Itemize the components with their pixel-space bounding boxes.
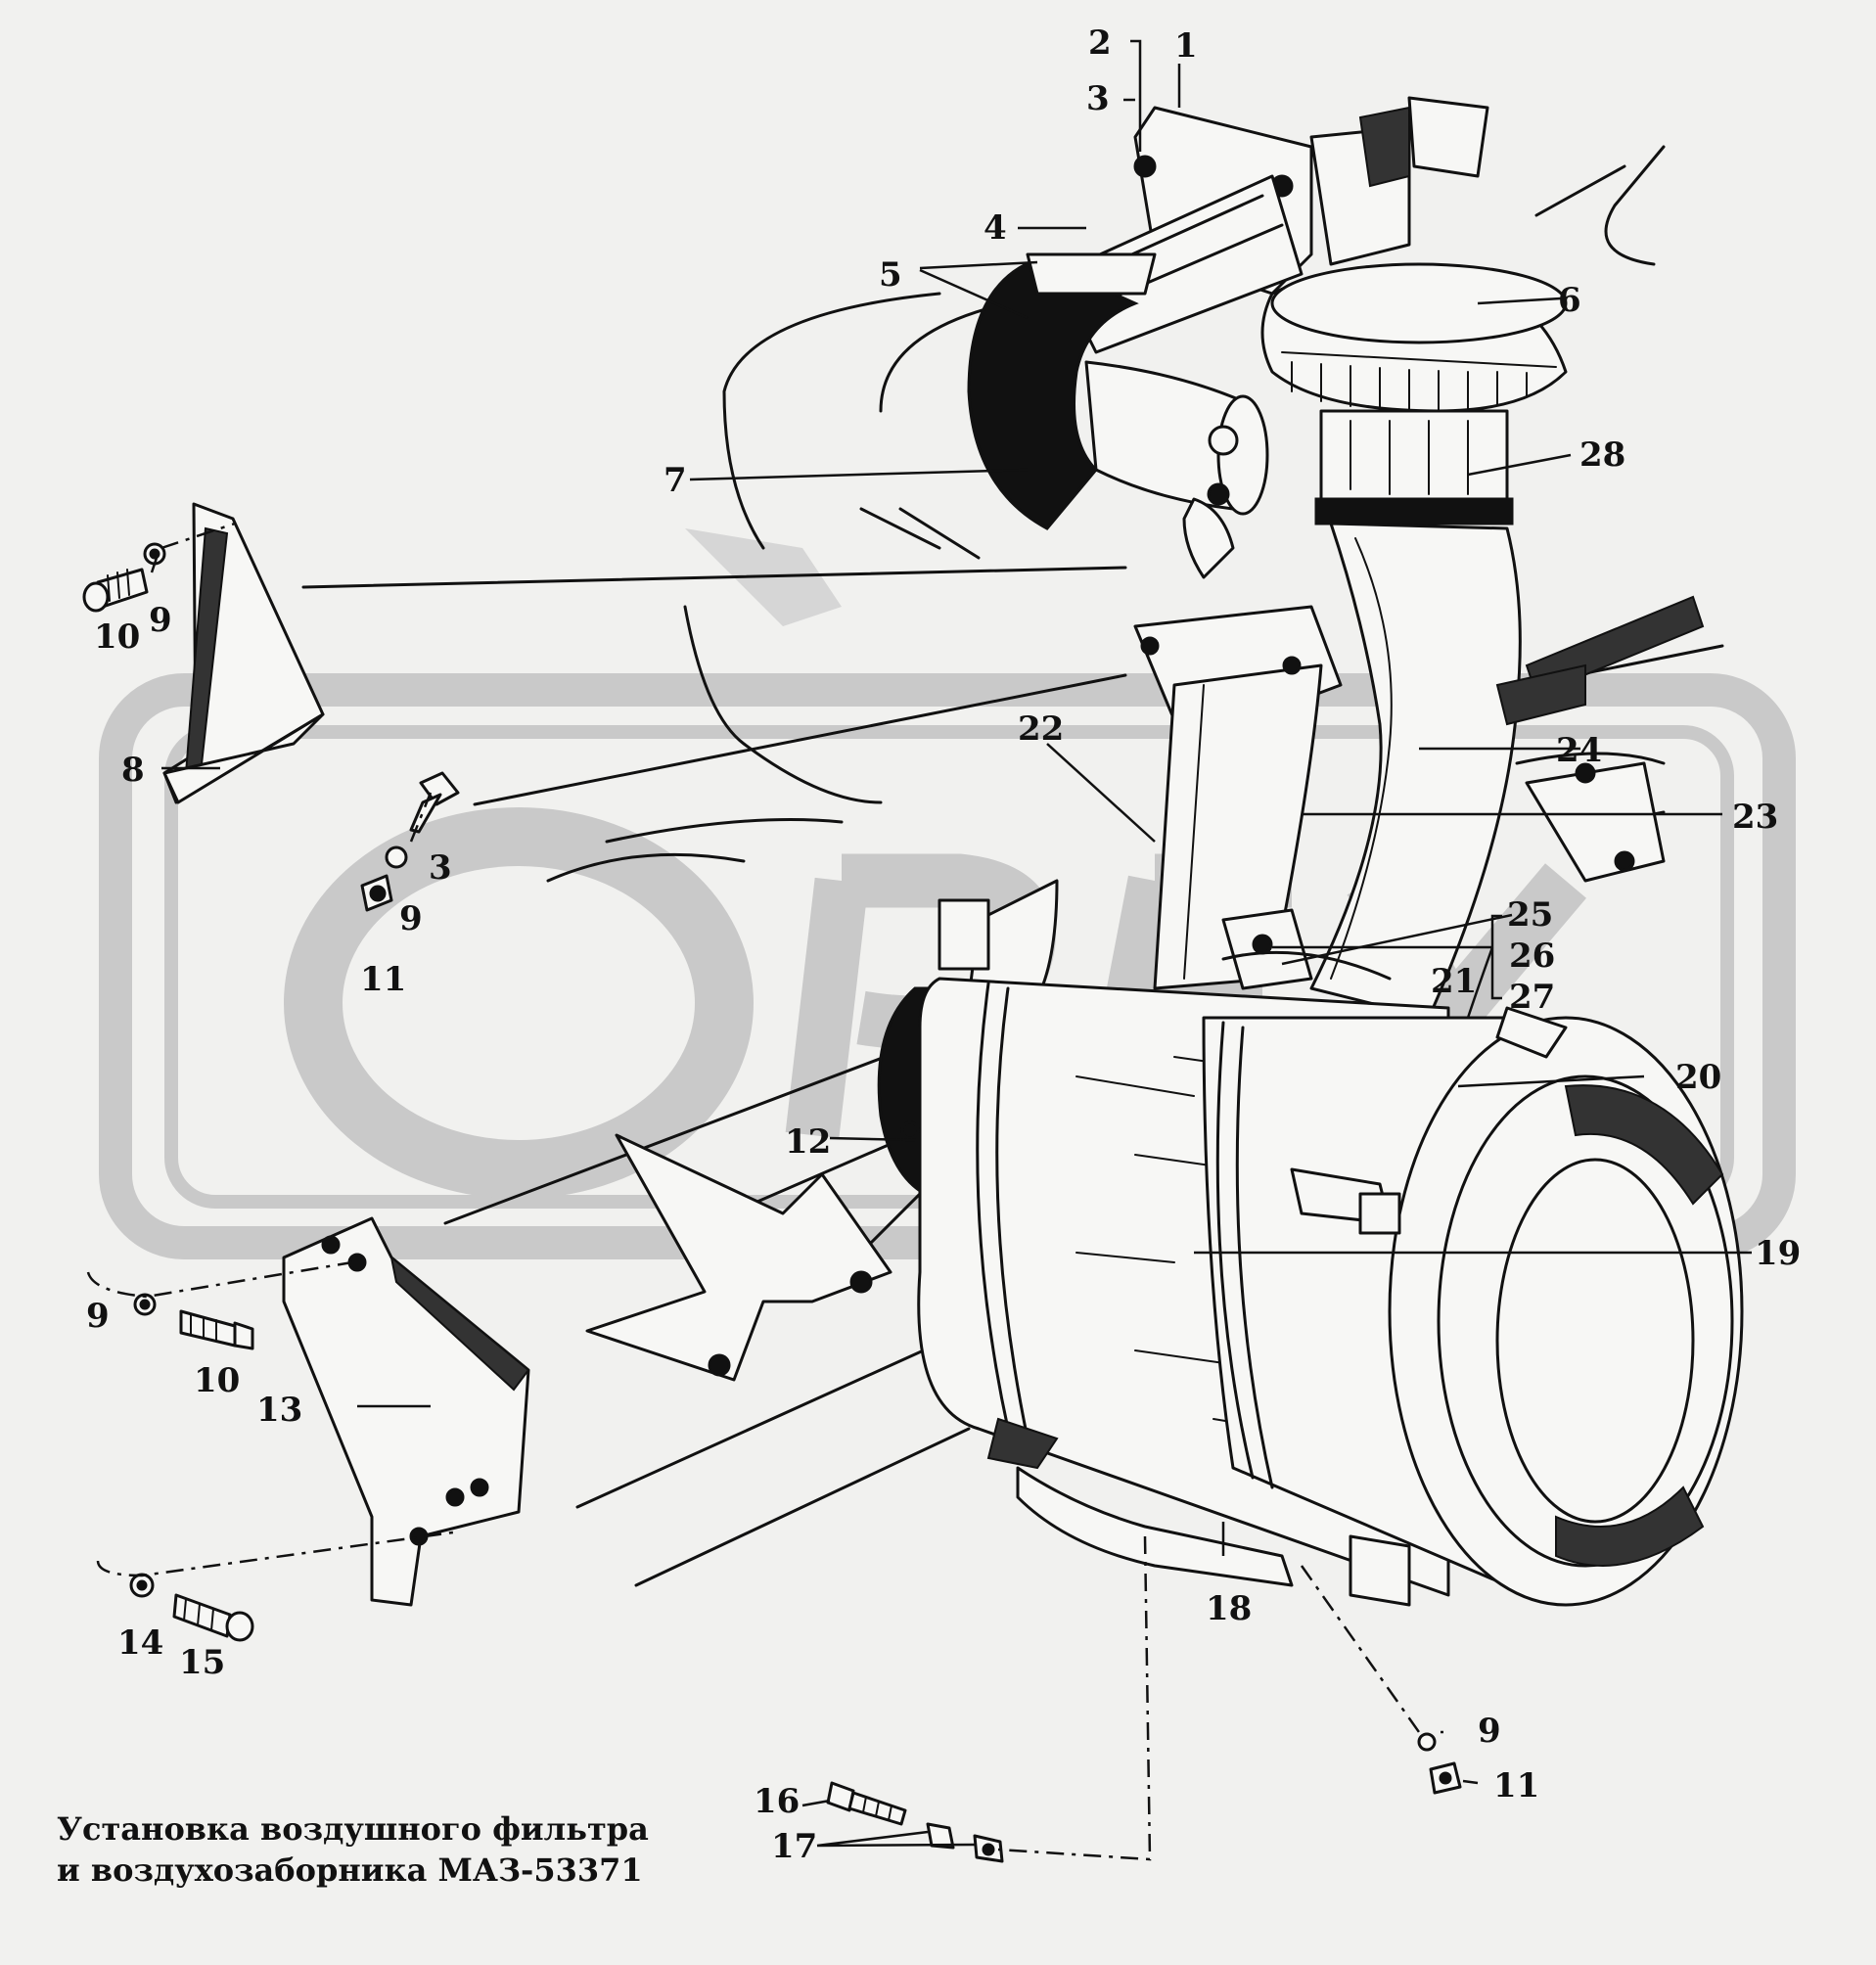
callout-21: 21	[1431, 962, 1477, 1001]
callout-9-lower-left: 9	[86, 1297, 110, 1336]
callout-14: 14	[117, 1623, 163, 1663]
callout-3-bolt: 3	[429, 848, 452, 888]
bolt-15	[129, 1573, 254, 1642]
callout-3: 3	[1086, 79, 1110, 118]
callout-8: 8	[121, 751, 145, 790]
callout-1: 1	[1174, 26, 1198, 66]
callout-20: 20	[1675, 1058, 1721, 1097]
callout-10: 10	[94, 617, 140, 657]
leader-lines	[150, 39, 1752, 1848]
callout-16: 16	[754, 1782, 800, 1821]
callout-25: 25	[1507, 895, 1553, 935]
callout-27: 27	[1509, 978, 1555, 1017]
callout-28: 28	[1579, 435, 1625, 475]
vertical-intake-pipe	[1309, 522, 1666, 1020]
pipe-clamp	[1221, 908, 1392, 990]
callout-7: 7	[663, 461, 687, 500]
callout-11: 11	[360, 960, 406, 999]
rubber-elbow-hose	[967, 252, 1269, 579]
callout-labels: 1 2 3 4 5 6 7 8 9 10 11 12 13 14 15 16 1…	[86, 23, 1801, 1866]
callout-24: 24	[1556, 731, 1602, 770]
callout-9: 9	[149, 601, 172, 640]
caption-line-1: Установка воздушного фильтра	[57, 1810, 649, 1848]
bracket-8	[162, 502, 325, 804]
diagram-caption: Установка воздушного фильтра и воздухоза…	[57, 1808, 649, 1891]
callout-2: 2	[1088, 23, 1112, 63]
callout-23: 23	[1732, 798, 1778, 837]
bolt-10-lower	[133, 1293, 254, 1350]
bolt-3-middle	[360, 771, 460, 912]
outlet-connector	[938, 605, 1343, 1000]
callout-22: 22	[1018, 709, 1064, 749]
intake-cap	[1260, 262, 1568, 526]
assembly-lines	[86, 522, 1421, 1861]
callout-9-bottom-right: 9	[1478, 1712, 1501, 1751]
callout-6: 6	[1558, 281, 1581, 320]
callout-5: 5	[879, 255, 902, 295]
callout-26: 26	[1509, 937, 1555, 976]
nut-11-bottom	[1417, 1732, 1462, 1795]
bracket-13	[282, 1216, 530, 1607]
callout-17: 17	[771, 1827, 817, 1866]
caption-line-2: и воздухозаборника МАЗ-53371	[57, 1851, 643, 1889]
callout-11-nut: 11	[1493, 1766, 1539, 1805]
frame-crossmember-bracket	[585, 1133, 892, 1382]
callout-13: 13	[256, 1391, 302, 1430]
callout-4: 4	[984, 208, 1007, 248]
callout-18: 18	[1206, 1589, 1252, 1628]
callout-10-lower-left: 10	[194, 1361, 240, 1400]
callout-19: 19	[1755, 1234, 1801, 1273]
bolt-16-nuts-17	[826, 1781, 1004, 1863]
callout-9-washer: 9	[399, 899, 423, 938]
air-filter-housing	[877, 977, 1744, 1607]
callout-12: 12	[785, 1122, 831, 1162]
callout-15: 15	[179, 1643, 225, 1682]
